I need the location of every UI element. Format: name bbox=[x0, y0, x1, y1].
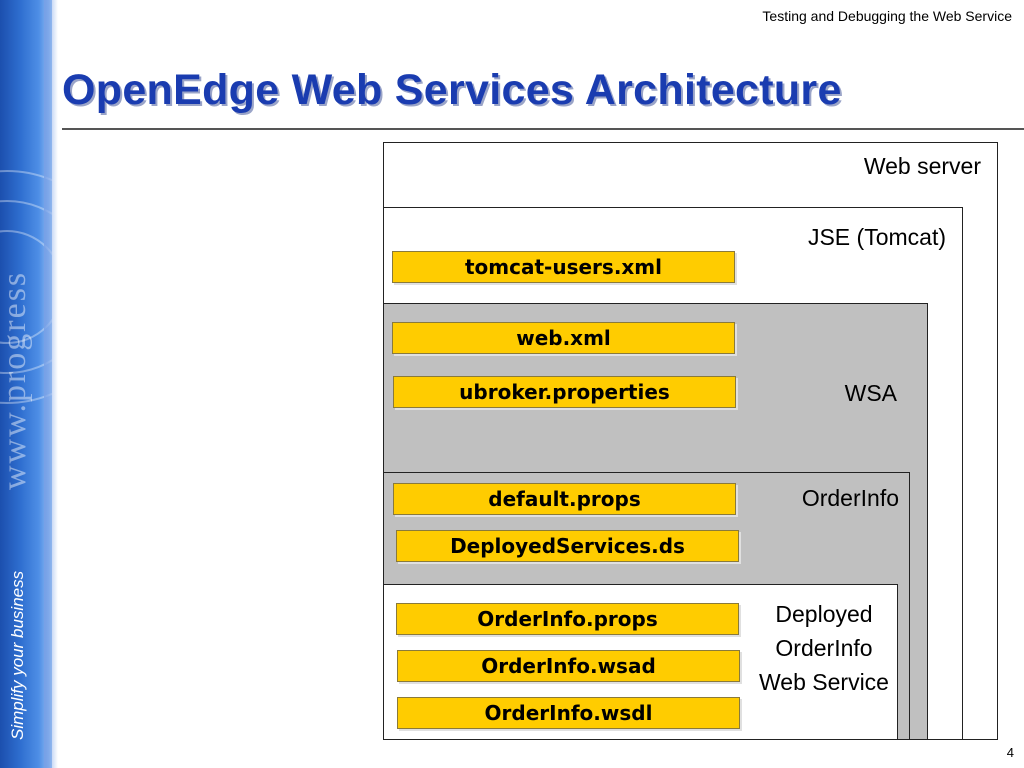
slide-title: OpenEdge Web Services Architecture bbox=[62, 66, 842, 114]
jse-label: JSE (Tomcat) bbox=[807, 224, 946, 250]
tagline: Simplify your business bbox=[8, 570, 27, 740]
file-tomcat-users-xml: tomcat-users.xml bbox=[392, 251, 735, 283]
file-orderinfo-wsad: OrderInfo.wsad bbox=[397, 650, 740, 682]
deployed-web-service-label: Deployed OrderInfo Web Service bbox=[759, 601, 889, 695]
page-number: 4 bbox=[1006, 745, 1014, 760]
sidebar-edge bbox=[44, 0, 58, 768]
file-orderinfo-props: OrderInfo.props bbox=[396, 603, 739, 635]
file-ubroker-properties: ubroker.properties bbox=[393, 376, 736, 408]
orderinfo-label: OrderInfo bbox=[801, 485, 899, 511]
file-deployed-services-ds: DeployedServices.ds bbox=[396, 530, 739, 562]
slide-header: Testing and Debugging the Web Service bbox=[762, 8, 1012, 24]
file-default-props: default.props bbox=[393, 483, 736, 515]
title-divider bbox=[62, 128, 1024, 130]
file-web-xml: web.xml bbox=[392, 322, 735, 354]
file-orderinfo-wsdl: OrderInfo.wsdl bbox=[397, 697, 740, 729]
web-server-label: Web server bbox=[863, 153, 981, 179]
wsa-label: WSA bbox=[844, 380, 897, 406]
sidebar-decoration: www.progress Simplify your business bbox=[0, 0, 52, 768]
watermark-text: www.progress bbox=[0, 270, 33, 490]
